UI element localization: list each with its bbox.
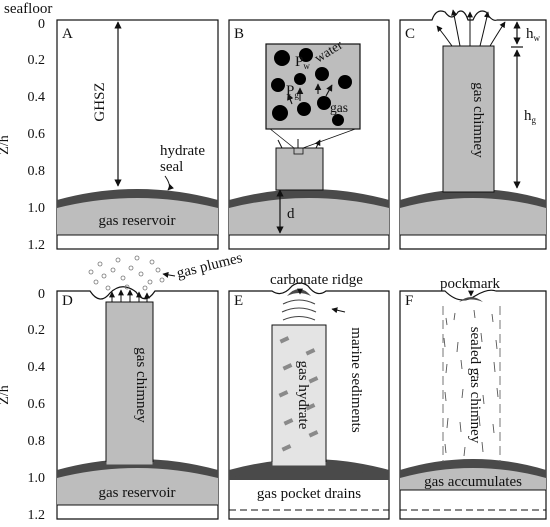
tick-label: 0.4: [28, 360, 46, 375]
tick-label: 1.0: [28, 471, 46, 486]
accumulates-label: gas accumulates: [424, 474, 522, 490]
gas-chimney: [442, 45, 495, 193]
tick-label: 1.0: [28, 201, 46, 216]
reservoir-label: gas reservoir: [98, 485, 175, 501]
chimney-label: gas chimney: [470, 82, 486, 158]
panel-letter: F: [405, 293, 413, 309]
tick-label: 0.2: [28, 323, 46, 338]
chimney-fractures: [442, 306, 501, 462]
chimney-label: gas chimney: [133, 347, 149, 423]
panel-letter: B: [234, 26, 244, 42]
hydrate-seal-layer: [57, 189, 218, 208]
drains-label: gas pocket drains: [257, 486, 361, 502]
y-axis-label-top: Z/h: [0, 135, 12, 154]
y-axis-bottom: Z/h 0 0.2 0.4 0.6 0.8 1.0 1.2: [0, 287, 45, 523]
panel-b: B d Pw water Pg gas: [228, 19, 390, 250]
y-axis-top: Z/h 0 0.2 0.4 0.6 0.8 1.0 1.2: [0, 17, 45, 253]
panel-f: F pockmark sealed gas chimney gas accumu…: [399, 276, 547, 520]
reservoir-label: gas reservoir: [98, 213, 175, 229]
gas-plume-bubbles: [88, 255, 165, 291]
hydrate-label: gas hydrate: [295, 361, 311, 430]
tick-label: 1.2: [28, 238, 46, 253]
sediments-label: marine sediments: [348, 327, 364, 433]
plumes-label: gas plumes: [175, 250, 244, 282]
tick-label: 0.4: [28, 90, 46, 105]
pore-bubbles: [271, 48, 352, 126]
ghsz-label: GHSZ: [92, 82, 108, 121]
hydrate-dashes: [278, 336, 319, 452]
panel-e: E carbonate ridge gas hydrate marine sed…: [228, 272, 390, 520]
panel-letter: D: [62, 293, 73, 309]
y-axis-label-bottom: Z/h: [0, 385, 12, 404]
tick-label: 0.6: [28, 397, 46, 412]
d-label: d: [287, 206, 295, 222]
tick-label: 0.6: [28, 127, 46, 142]
pg-label: Pg: [286, 83, 299, 100]
seal-label: seal: [160, 159, 183, 175]
sealed-chimney-label: sealed gas chimney: [467, 327, 483, 444]
gas-reservoir-fill: [57, 192, 218, 235]
tick-label: 0.8: [28, 434, 46, 449]
hg-label: hg: [524, 108, 537, 125]
seafloor-label: seafloor: [4, 1, 52, 17]
hw-label: hw: [526, 26, 541, 43]
panel-letter: A: [62, 26, 73, 42]
pw-label: Pw: [295, 54, 310, 71]
gas-column: [275, 147, 324, 191]
panel-d: D gas plumes gas chimney gas reservoir: [56, 250, 244, 520]
tick-label: 0.2: [28, 53, 46, 68]
hydrate-label: hydrate: [160, 143, 205, 159]
tick-label: 0: [38, 287, 45, 302]
panel-c: C gas chimney hw hg: [399, 9, 547, 250]
tick-label: 1.2: [28, 508, 46, 523]
panel-a: A seafloor GHSZ hydrate seal gas reservo…: [4, 1, 219, 250]
panel-letter: C: [405, 26, 415, 42]
pockmark-label: pockmark: [440, 276, 500, 292]
gas-label: gas: [330, 100, 348, 115]
tick-label: 0: [38, 17, 45, 32]
ridge-label: carbonate ridge: [270, 272, 363, 288]
tick-label: 0.8: [28, 164, 46, 179]
panel-letter: E: [234, 293, 243, 309]
